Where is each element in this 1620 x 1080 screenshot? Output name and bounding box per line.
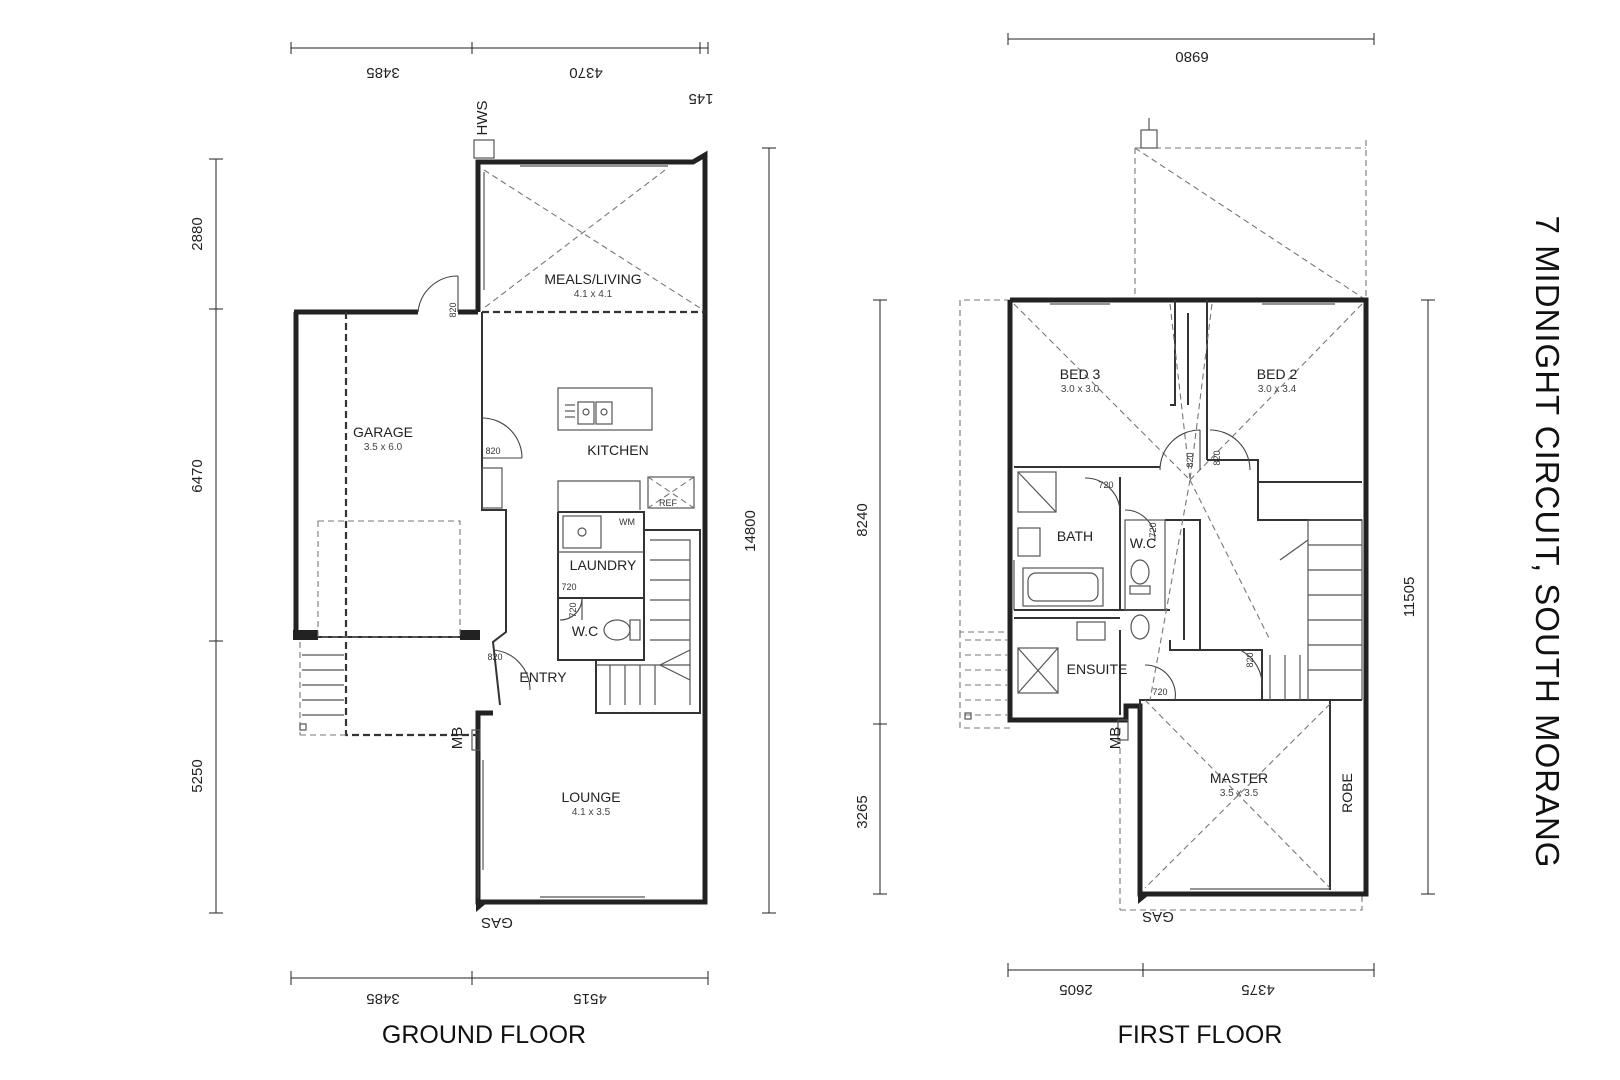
ground-doors <box>417 275 531 691</box>
first-floor-title: FIRST FLOOR <box>1118 1021 1283 1049</box>
ground-dim-bottom-1: 3485 <box>366 990 399 1007</box>
ground-floor-title: GROUND FLOOR <box>382 1021 586 1049</box>
ground-dim-right: 14800 <box>742 510 759 552</box>
laundry-name: LAUNDRY <box>570 557 637 573</box>
meals-living-name: MEALS/LIVING <box>544 271 641 287</box>
ground-dim-bottom-2: 4515 <box>573 990 606 1007</box>
first-top-dimensions: 6980 <box>1007 33 1375 65</box>
door-ensuite-size: 720 <box>1152 687 1167 697</box>
ground-service-markers: HWS MB GAS <box>449 101 513 932</box>
ground-stairs <box>595 529 701 714</box>
bed3-size: 3.0 x 3.0 <box>1061 384 1100 395</box>
ground-wc-name: W.C <box>572 623 598 639</box>
ground-mb-label: MB <box>449 727 466 750</box>
garage-name: GARAGE <box>353 424 413 440</box>
door-kitchen-size: 820 <box>485 446 500 456</box>
kitchen-name: KITCHEN <box>587 442 648 458</box>
ground-dim-left-3: 5250 <box>189 759 206 792</box>
first-dim-bottom-1: 2605 <box>1059 981 1092 998</box>
first-gas-label: GAS <box>1142 908 1174 925</box>
ground-floor-plan: 3485 4370 145 2880 6470 5250 14800 <box>189 42 776 1049</box>
first-bath-fixtures <box>1017 471 1151 694</box>
wm-label: WM <box>619 517 635 527</box>
first-porch-steps <box>964 639 1008 720</box>
first-right-dimensions: 11505 <box>1401 299 1435 895</box>
ground-dim-top-2: 4370 <box>569 64 602 81</box>
ground-right-dimensions: 14800 <box>742 147 776 914</box>
first-mb-label: MB <box>1107 727 1124 750</box>
first-stairs <box>1269 519 1363 700</box>
door-wc-size-first: 720 <box>1148 522 1158 537</box>
ground-gas-label: GAS <box>481 914 513 931</box>
ref-label: REF <box>659 498 678 508</box>
ground-bottom-dimensions: 3485 4515 <box>290 971 709 1007</box>
first-room-diagonals <box>1013 303 1363 889</box>
master-name: MASTER <box>1210 770 1268 786</box>
ground-dim-top-3: 145 <box>688 90 713 107</box>
entry-name: ENTRY <box>519 669 567 685</box>
ground-left-dimensions: 2880 6470 5250 <box>189 158 223 914</box>
first-left-dimensions: 8240 3265 <box>854 299 887 895</box>
ground-porch-steps <box>299 642 346 736</box>
first-bottom-dimensions: 2605 4375 <box>1007 963 1375 998</box>
ground-room-labels: MEALS/LIVING 4.1 x 4.1 GARAGE 3.5 x 6.0 … <box>353 271 649 818</box>
first-dim-left-2: 3265 <box>854 795 871 828</box>
door-wc-size: 720 <box>568 602 578 617</box>
first-room-labels: BED 3 3.0 x 3.0 BED 2 3.0 x 3.4 BATH W.C… <box>1057 366 1355 813</box>
kitchen-island <box>557 387 653 431</box>
door-bath-size: 720 <box>1098 480 1113 490</box>
first-dim-left-1: 8240 <box>854 503 871 536</box>
door-bed3-size: 820 <box>1185 452 1195 467</box>
ground-top-dimensions: 3485 4370 145 <box>290 42 714 107</box>
master-size: 3.5 x 3.5 <box>1220 788 1259 799</box>
lounge-size: 4.1 x 3.5 <box>572 807 611 818</box>
ground-dim-top-1: 3485 <box>366 64 399 81</box>
garage-size: 3.5 x 6.0 <box>364 442 403 453</box>
laundry-area: WM <box>557 511 645 661</box>
first-roof-outline <box>959 118 1367 911</box>
door-garage-rear-size: 820 <box>448 302 458 317</box>
bed2-size: 3.0 x 3.4 <box>1258 384 1297 395</box>
first-floor-plan: 6980 8240 3265 11505 2605 4375 <box>854 33 1435 1049</box>
bed3-name: BED 3 <box>1060 366 1101 382</box>
first-dim-top: 6980 <box>1175 48 1208 65</box>
door-bed2-size: 820 <box>1212 450 1222 465</box>
ground-door-sizes: 820 820 820 720 720 <box>448 302 578 662</box>
ground-dim-left-2: 6470 <box>189 459 206 492</box>
ground-dim-left-1: 2880 <box>189 217 206 250</box>
robe-name: ROBE <box>1339 773 1355 813</box>
door-master-size: 820 <box>1245 652 1255 667</box>
bath-name: BATH <box>1057 528 1093 544</box>
first-doors <box>1084 429 1263 904</box>
ensuite-name: ENSUITE <box>1067 661 1128 677</box>
meals-living-size: 4.1 x 4.1 <box>574 289 613 300</box>
hws-label: HWS <box>474 101 491 136</box>
first-door-sizes: 820 820 720 720 720 820 <box>1098 450 1255 697</box>
first-service-markers: MB GAS <box>1107 727 1174 925</box>
address-title: 7 MIDNIGHT CIRCUIT, SOUTH MORANG <box>1529 216 1566 869</box>
first-internal-walls <box>1014 300 1362 890</box>
first-dim-right: 11505 <box>1401 577 1418 618</box>
bed2-name: BED 2 <box>1257 366 1298 382</box>
first-wc-name: W.C <box>1130 535 1156 551</box>
kitchen-bench: REF <box>557 476 695 512</box>
door-entry-size: 820 <box>487 652 502 662</box>
door-laundry-size: 720 <box>561 582 576 592</box>
lounge-name: LOUNGE <box>561 789 620 805</box>
first-dim-bottom-2: 4375 <box>1241 981 1274 998</box>
